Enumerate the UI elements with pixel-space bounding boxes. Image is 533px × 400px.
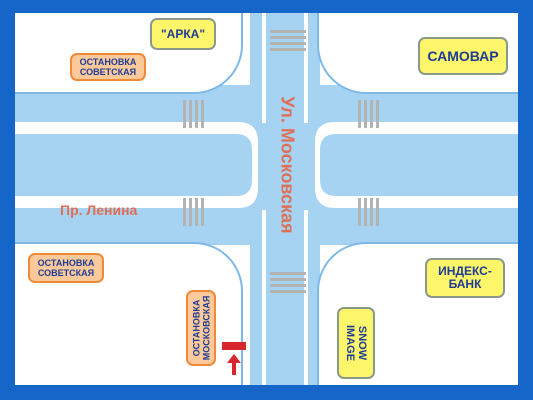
stop-sovetskaya-top: ОСТАНОВКА СОВЕТСКАЯ: [70, 53, 146, 81]
place-index-bank-line2: БАНК: [448, 277, 482, 291]
curb-top-left: [15, 13, 243, 94]
place-snow-image-text: SNOW IMAGE: [344, 325, 368, 361]
crosswalk-bottom: [270, 272, 306, 293]
avenue-name: Пр. Ленина: [60, 202, 138, 218]
stop-sovetskaya-bottom-line1: ОСТАНОВКА: [37, 258, 95, 268]
place-index-bank: ИНДЕКС- БАНК: [425, 258, 505, 298]
place-samovar: САМОВАР: [418, 37, 508, 75]
stop-moskovskaya-line1: ОСТАНОВКА: [191, 299, 202, 357]
crosswalk-top: [270, 30, 306, 51]
curb-bottom-left: [15, 242, 243, 385]
place-snow-image-line2: IMAGE: [344, 324, 356, 362]
stop-sovetskaya-bottom: ОСТАНОВКА СОВЕТСКАЯ: [28, 253, 104, 283]
crosswalk-right-top: [358, 100, 379, 128]
place-arka-label: "АРКА": [160, 27, 206, 41]
place-snow-image: SNOW IMAGE: [337, 307, 375, 379]
place-arka: "АРКА": [150, 18, 216, 50]
crosswalk-left-top: [183, 100, 204, 128]
stop-moskovskaya-text: ОСТАНОВКА МОСКОВСКАЯ: [191, 296, 211, 361]
stop-moskovskaya-line2: МОСКОВСКАЯ: [201, 295, 212, 361]
place-index-bank-line1: ИНДЕКС-: [438, 264, 492, 278]
inner-lane-left: [15, 134, 252, 196]
stop-sovetskaya-top-line2: СОВЕТСКАЯ: [79, 67, 137, 77]
street-separator-top-left: [262, 13, 266, 123]
arrow-up-icon: [227, 354, 241, 375]
street-lane-bottom: [266, 210, 304, 385]
curb-top-right: [317, 13, 518, 94]
stop-sovetskaya-top-line1: ОСТАНОВКА: [79, 57, 137, 67]
crosswalk-right-bottom: [358, 198, 379, 226]
stop-sovetskaya-bottom-line2: СОВЕТСКАЯ: [37, 268, 95, 278]
stop-marker: [222, 342, 246, 350]
stop-moskovskaya: ОСТАНОВКА МОСКОВСКАЯ: [186, 290, 216, 366]
street-separator-bottom-right: [304, 210, 308, 385]
street-name: Ул. Московская: [277, 96, 298, 234]
street-separator-top-right: [304, 13, 308, 123]
place-samovar-label: САМОВАР: [427, 48, 499, 64]
inner-lane-right: [320, 134, 518, 196]
curb-bottom-right: [317, 242, 518, 385]
place-snow-image-line1: SNOW: [356, 325, 368, 361]
street-separator-bottom-left: [262, 210, 266, 385]
crosswalk-left-bottom: [183, 198, 204, 226]
